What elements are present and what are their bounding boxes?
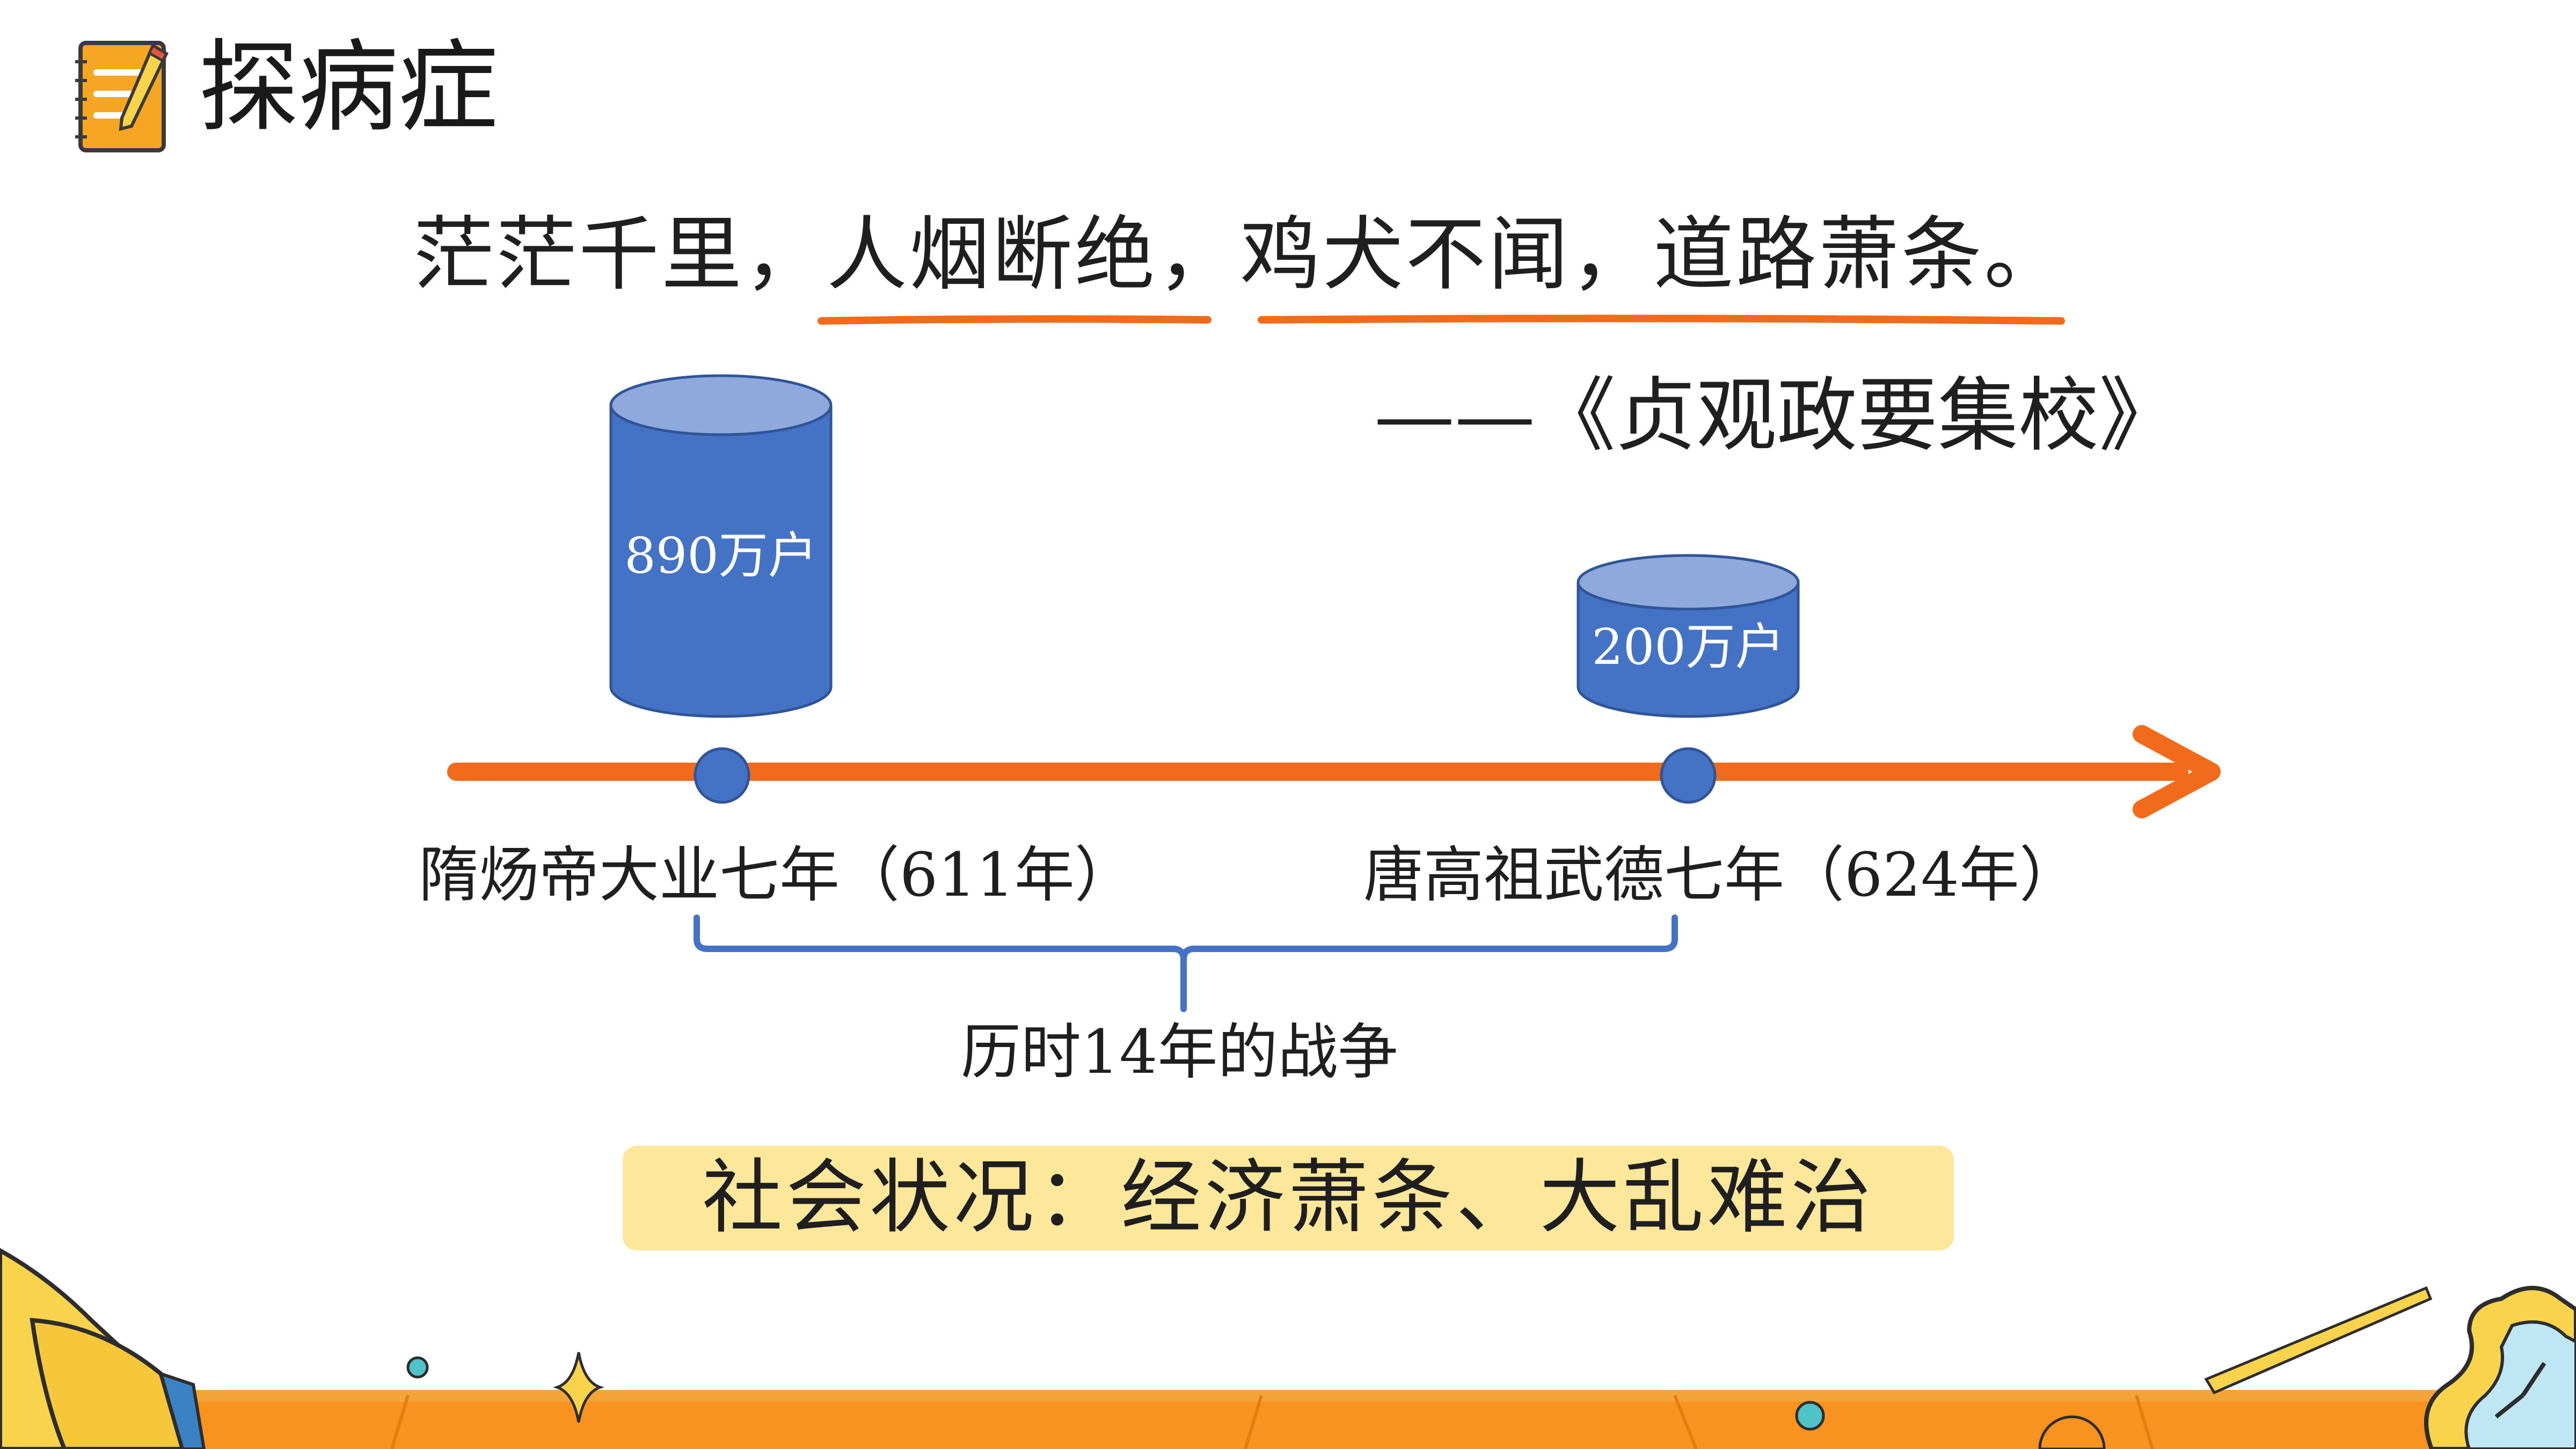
households-before-label: 890万户 <box>624 527 818 584</box>
notebook-icon <box>75 41 169 152</box>
clock-face <box>2464 1320 2576 1449</box>
band-line <box>390 1395 410 1449</box>
quote-underline <box>818 314 2065 325</box>
page-title: 探病症 <box>199 29 499 145</box>
conclusion-box: 社会状况：经济萧条、大乱难治 <box>623 1146 1954 1250</box>
timeline-arrowhead <box>2133 725 2221 818</box>
sparkle-icon <box>553 1352 604 1423</box>
book-spine <box>158 1371 206 1449</box>
duration-label: 历时14年的战争 <box>961 1018 1398 1087</box>
duration-brace <box>694 914 1678 1012</box>
timeline-point-start <box>694 747 750 804</box>
dot-decoration <box>406 1356 429 1379</box>
event-start-label: 隋炀帝大业七年（611年） <box>419 840 1135 910</box>
cylinder-before <box>609 405 833 718</box>
cylinder-after-top <box>1577 554 1800 611</box>
quote-source: ——《贞观政要集校》 <box>1374 369 2180 463</box>
half-circle-decoration <box>2038 1415 2106 1449</box>
bottom-band-highlight <box>183 1390 2576 1402</box>
cylinder-after <box>1577 582 1800 718</box>
band-line <box>1673 1394 1698 1449</box>
pencil-icon <box>2204 1286 2433 1395</box>
clock-hand <box>2494 1393 2524 1419</box>
conclusion-text: 社会状况：经济萧条、大乱难治 <box>702 1151 1874 1245</box>
band-line <box>1244 1395 1263 1449</box>
underline-stroke <box>1258 314 2065 325</box>
band-line <box>2135 1395 2154 1449</box>
bottom-band <box>161 1390 2576 1449</box>
cylinder-before-top <box>609 374 833 436</box>
clock-hand <box>2521 1362 2546 1397</box>
quote-text: 茫茫千里，人烟断绝，鸡犬不闻，道路萧条。 <box>413 208 2067 302</box>
timeline-point-end <box>1660 747 1717 804</box>
households-after-label: 200万户 <box>1592 618 1785 676</box>
dot-decoration <box>1795 1401 1825 1431</box>
underline-stroke <box>818 315 1212 325</box>
event-end-label: 唐高祖武德七年（624年） <box>1363 840 2079 910</box>
